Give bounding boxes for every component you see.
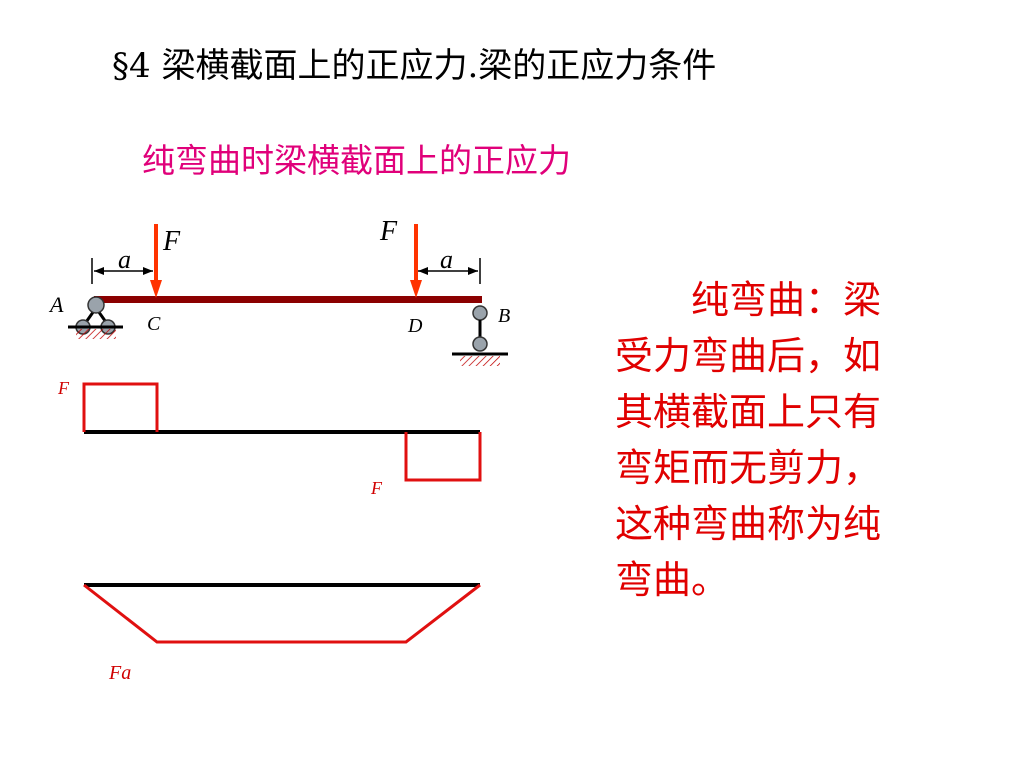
shear-force-diagram bbox=[82, 382, 482, 482]
page-title: §4 梁横截面上的正应力.梁的正应力条件 bbox=[112, 46, 717, 86]
beam bbox=[94, 296, 482, 303]
definition-line: 受力弯曲后，如 bbox=[615, 334, 882, 378]
point-label-c: C bbox=[147, 313, 161, 335]
dimension-label-right: a bbox=[440, 245, 453, 274]
definition-line: 这种弯曲称为纯 bbox=[615, 502, 882, 546]
dimension-left bbox=[91, 258, 156, 284]
pure-bending-definition: 纯弯曲：梁 受力弯曲后，如 其横截面上只有 弯矩而无剪力， 这种弯曲称为纯 弯曲… bbox=[615, 272, 945, 608]
section-subtitle: 纯弯曲时梁横截面上的正应力 bbox=[142, 141, 571, 180]
bending-moment-diagram bbox=[83, 583, 481, 644]
definition-line: 弯曲。 bbox=[615, 558, 730, 602]
force-label-right: F bbox=[379, 216, 398, 247]
support-a bbox=[68, 296, 123, 339]
shear-label-top: F bbox=[57, 378, 70, 398]
moment-label: Fa bbox=[108, 662, 131, 684]
support-b bbox=[452, 305, 508, 366]
definition-line: 弯矩而无剪力， bbox=[615, 446, 882, 490]
point-label-d: D bbox=[407, 315, 423, 337]
point-label-a: A bbox=[48, 292, 64, 317]
force-arrow-right bbox=[410, 224, 422, 298]
point-label-b: B bbox=[498, 305, 510, 327]
force-arrow-left bbox=[150, 224, 162, 298]
shear-label-bottom: F bbox=[370, 478, 383, 498]
force-label-left: F bbox=[162, 226, 181, 257]
beam-diagram: a a F F A B C D F F bbox=[48, 216, 510, 684]
dimension-label-left: a bbox=[118, 245, 131, 274]
definition-line: 其横截面上只有 bbox=[615, 390, 882, 434]
definition-line: 纯弯曲：梁 bbox=[691, 278, 882, 322]
